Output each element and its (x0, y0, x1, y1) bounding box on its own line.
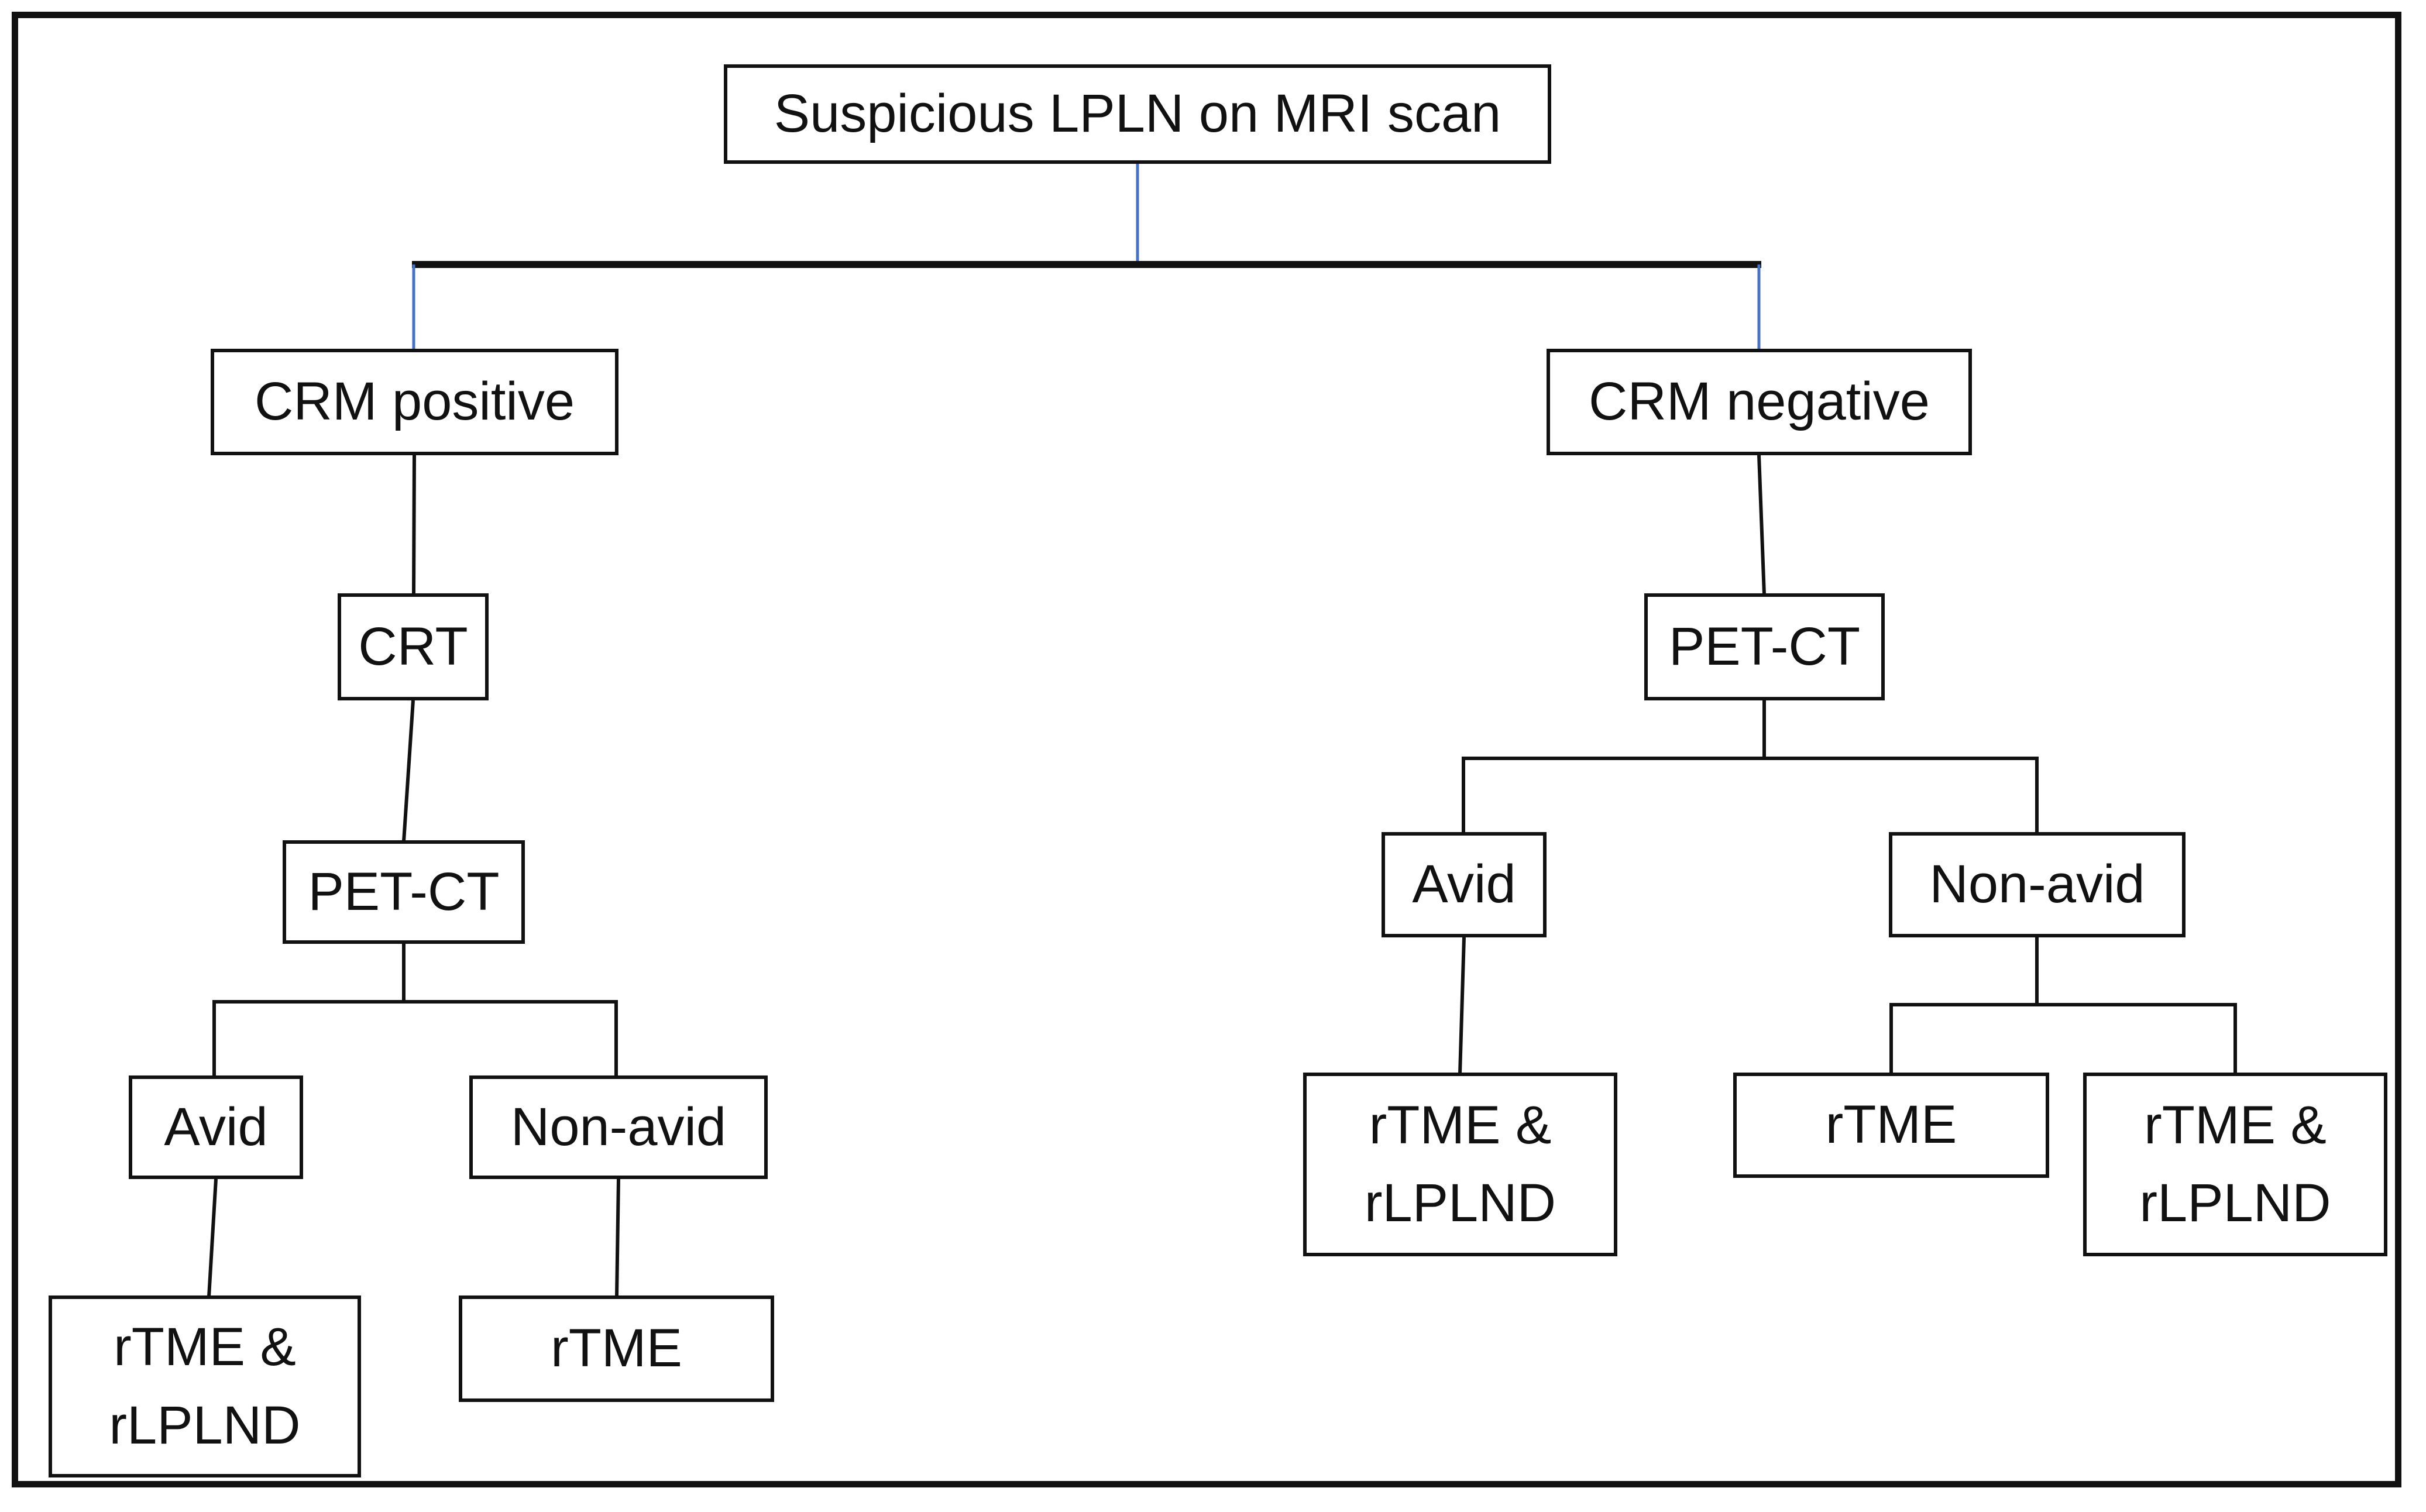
node-label-line2: rLPLND (2139, 1173, 2331, 1233)
node-petct-left: PET-CT (283, 840, 525, 944)
node-label-line2: rLPLND (109, 1395, 301, 1455)
node-label: rTME (551, 1318, 682, 1379)
node-rtme-rlplnd-far-right: rTME & rLPLND (2083, 1073, 2387, 1256)
node-label: Non-avid (510, 1097, 727, 1157)
node-label: Suspicious LPLN on MRI scan (774, 84, 1501, 144)
node-label: PET-CT (308, 861, 500, 922)
node-nonavid-right: Non-avid (1889, 832, 2186, 937)
node-crm-positive: CRM positive (211, 349, 618, 455)
node-rtme-rlplnd-left: rTME & rLPLND (49, 1295, 361, 1477)
node-crt: CRT (338, 593, 489, 700)
node-label: PET-CT (1668, 616, 1861, 676)
edge-nonavid-left-to-leaf (615, 1178, 620, 1297)
node-rtme-right: rTME (1733, 1073, 2049, 1178)
figure-border (12, 12, 2401, 1487)
edge-crm-negative-to-petct-right (1757, 455, 1766, 595)
node-label: CRT (358, 616, 468, 676)
node-suspicious-lpln-on-mri-scan: Suspicious LPLN on MRI scan (724, 64, 1551, 164)
node-label: CRM negative (1589, 372, 1930, 432)
node-rtme-left: rTME (459, 1295, 774, 1402)
node-crm-negative: CRM negative (1547, 349, 1972, 455)
edge-avid-left-to-leaf (207, 1178, 218, 1297)
node-avid-left: Avid (129, 1075, 303, 1179)
edge-avid-right-to-leaf (1458, 937, 1466, 1074)
node-label: CRM positive (254, 372, 575, 432)
node-label-line1: rTME & (2144, 1095, 2327, 1155)
edge-crt-to-petct-left (402, 700, 415, 842)
node-avid-right: Avid (1382, 832, 1547, 937)
node-nonavid-left: Non-avid (469, 1075, 768, 1179)
node-label: rTME (1825, 1095, 1957, 1155)
node-label-line2: rLPLND (1364, 1173, 1556, 1233)
node-label-line1: rTME & (1369, 1095, 1552, 1155)
node-label-line1: rTME & (114, 1317, 296, 1377)
node-label: Avid (164, 1097, 268, 1157)
node-petct-right: PET-CT (1644, 593, 1885, 700)
node-label: Avid (1412, 854, 1516, 915)
node-label: Non-avid (1929, 854, 2145, 915)
node-rtme-rlplnd-right-avid: rTME & rLPLND (1303, 1073, 1617, 1256)
